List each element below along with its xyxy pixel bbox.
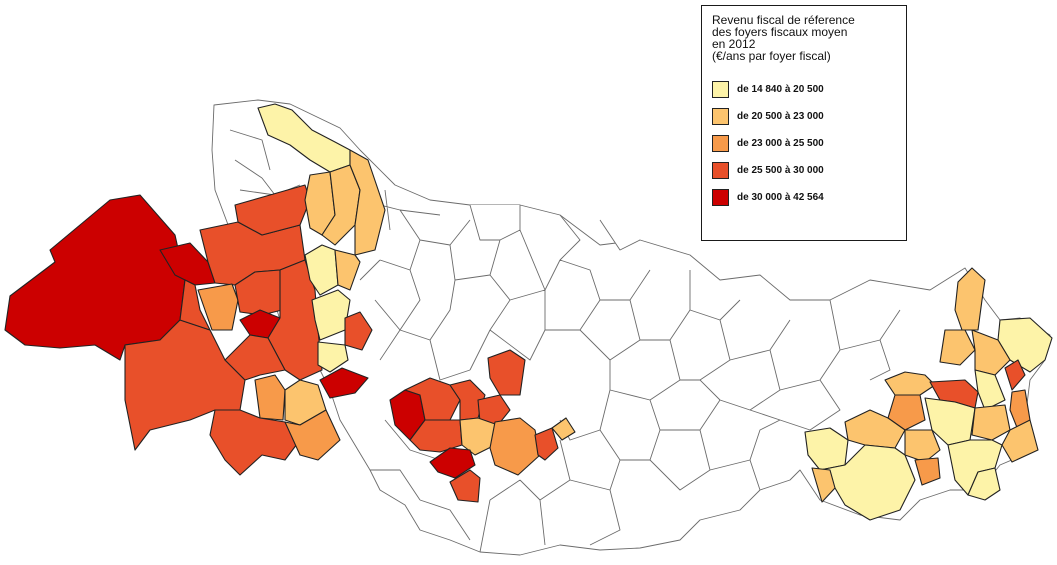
commune [844,409,906,449]
commune [887,394,926,431]
commune [967,467,1001,501]
commune [939,329,976,366]
commune [811,467,836,503]
legend-label: de 25 500 à 30 000 [737,165,824,176]
legend-swatch [712,135,729,152]
commune [404,377,461,421]
commune [209,409,301,476]
legend-swatch [712,189,729,206]
commune [349,149,386,256]
commune [224,334,286,381]
commune [234,184,311,236]
commune [819,444,916,521]
commune [449,469,481,503]
legend-swatch [712,81,729,98]
legend-item: de 30 000 à 42 564 [712,184,898,211]
legend-item: de 23 000 à 25 500 [712,130,898,157]
commune [179,279,211,331]
legend-item: de 20 500 à 23 000 [712,103,898,130]
central-spine-communes [257,103,386,373]
east-communes [804,267,1053,521]
commune [4,194,186,361]
commune [971,404,1011,441]
commune [334,249,361,291]
commune [914,457,941,486]
commune [284,409,341,461]
legend-rows: de 14 840 à 20 500 de 20 500 à 23 000 de 2… [712,76,898,211]
commune [551,417,576,441]
commune [1004,359,1026,391]
legend-label: de 23 000 à 25 500 [737,138,824,149]
commune [1001,419,1039,463]
west-communes [4,184,369,476]
commune [197,283,239,331]
legend-label: de 30 000 à 42 564 [737,192,824,203]
commune [489,417,541,476]
legend-swatch [712,108,729,125]
commune [344,311,373,351]
commune [254,374,286,421]
map-legend: Revenu fiscal de réference des foyers fi… [701,5,907,241]
commune [954,267,986,331]
commune [429,447,476,479]
commune [534,427,559,461]
legend-item: de 14 840 à 20 500 [712,76,898,103]
middle-communes [389,349,576,503]
legend-swatch [712,162,729,179]
legend-item: de 25 500 à 30 000 [712,157,898,184]
legend-label: de 20 500 à 23 000 [737,111,824,122]
legend-title: Revenu fiscal de réference des foyers fi… [712,13,855,63]
commune [904,429,941,463]
commune-boundaries [229,129,901,553]
commune [487,349,526,396]
commune [319,367,369,399]
legend-label: de 14 840 à 20 500 [737,84,824,95]
commune [974,369,1006,411]
commune [317,341,349,373]
